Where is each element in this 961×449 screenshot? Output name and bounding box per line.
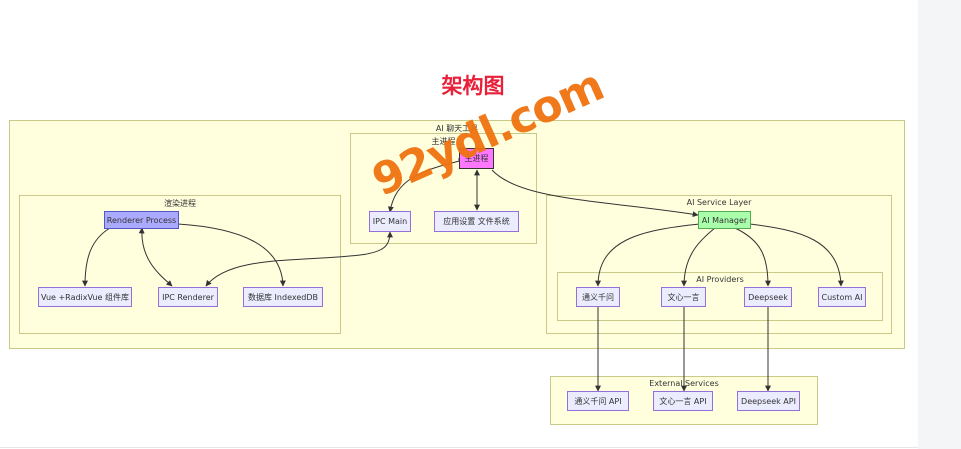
- node-tongyi[interactable]: 通义千问: [576, 287, 620, 307]
- right-sidebar: [918, 0, 961, 449]
- node-custom-ai[interactable]: Custom AI: [818, 287, 866, 307]
- edge-ipc-renderer-ipc-main: [205, 231, 393, 287]
- group-label-ai-service-layer: AI Service Layer: [686, 198, 752, 207]
- node-renderer-process[interactable]: Renderer Process: [104, 211, 179, 229]
- edge-ai-manager-custom: [749, 223, 844, 287]
- edge-renderer-vue: [82, 227, 111, 287]
- node-main-process[interactable]: 主进程: [459, 148, 494, 169]
- node-deepseek[interactable]: Deepseek: [744, 287, 792, 307]
- edge-renderer-ipc-renderer: [138, 227, 173, 287]
- node-indexeddb[interactable]: 数据库 IndexedDB: [243, 287, 323, 307]
- page-title: 架构图: [441, 74, 505, 98]
- node-app-settings[interactable]: 应用设置 文件系统: [434, 211, 519, 232]
- group-label-main-process: 主进程: [431, 137, 456, 146]
- node-ipc-main[interactable]: IPC Main: [369, 211, 411, 232]
- node-ai-manager[interactable]: AI Manager: [698, 211, 751, 229]
- node-deepseek-api[interactable]: Deepseek API: [737, 391, 800, 411]
- node-ipc-renderer[interactable]: IPC Renderer: [158, 287, 218, 307]
- node-wenxin-api[interactable]: 文心一言 API: [653, 391, 713, 411]
- edge-ai-manager-wenxin: [681, 227, 716, 287]
- edge-ai-manager-tongyi: [595, 223, 701, 287]
- node-tongyi-api[interactable]: 通义千问 API: [567, 391, 629, 411]
- edge-main-ipc-main: [387, 158, 465, 213]
- group-label-renderer-process: 渲染进程: [164, 199, 196, 208]
- group-label-ai-chat-tool: AI 聊天工具: [435, 124, 479, 133]
- node-wenxin[interactable]: 文心一言: [661, 287, 706, 307]
- node-vue-radix[interactable]: Vue +RadixVue 组件库: [38, 287, 132, 307]
- edge-ai-manager-deepseek: [734, 227, 771, 287]
- edge-renderer-indexeddb: [177, 223, 286, 287]
- group-label-ai-providers: AI Providers: [696, 275, 744, 284]
- bottom-divider: [0, 447, 918, 448]
- edge-main-ai-manager: [491, 169, 699, 218]
